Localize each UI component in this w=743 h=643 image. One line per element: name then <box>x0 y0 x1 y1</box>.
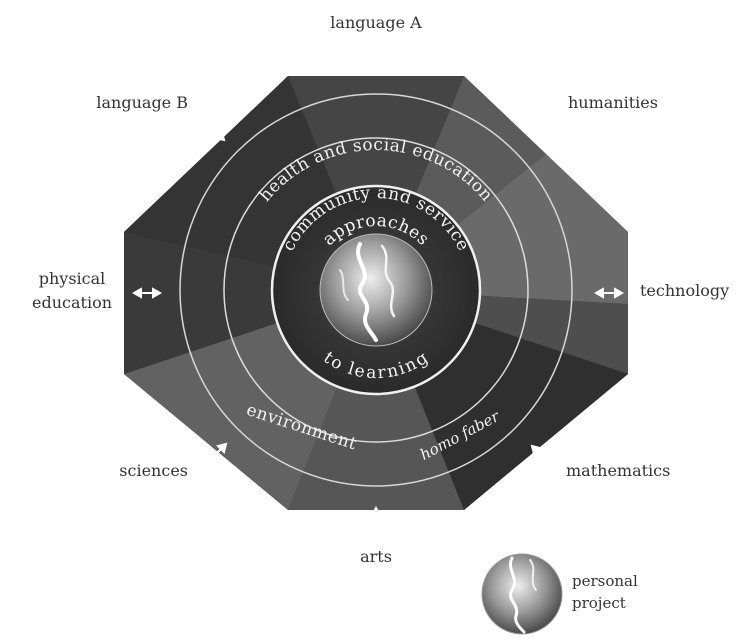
label-arts: arts <box>360 547 392 566</box>
label-language-b: language B <box>96 93 188 112</box>
label-technology: technology <box>640 281 729 300</box>
label-mathematics: mathematics <box>566 461 670 480</box>
arrow-technology-icon <box>593 287 625 299</box>
middle-ring <box>223 137 529 443</box>
label-sciences: sciences <box>119 461 188 480</box>
legend-personal-project: personal project <box>481 553 638 635</box>
outer-ring <box>179 93 573 487</box>
arrow-language-a-icon <box>370 45 382 77</box>
arrow-mathematics-icon <box>530 444 554 468</box>
sector-language-a <box>288 76 464 290</box>
sector-arts <box>288 290 464 510</box>
label-language-a: language A <box>330 13 422 32</box>
arrow-physical-icon <box>131 287 163 299</box>
sector-physical <box>124 232 376 374</box>
arrow-sciences-icon <box>204 442 228 466</box>
core-ring <box>270 184 482 396</box>
globe-icon <box>319 233 433 347</box>
arrow-language-b-icon <box>202 118 226 142</box>
label-physical-education-line1: physical <box>39 269 106 288</box>
legend-line1: personal <box>572 572 638 590</box>
arrow-arts-icon <box>370 505 382 537</box>
label-physical-education-line2: education <box>32 293 112 312</box>
globe-legend-icon <box>481 553 563 635</box>
legend-line2: project <box>572 594 626 612</box>
arrow-humanities-icon <box>534 114 558 138</box>
label-humanities: humanities <box>568 93 658 112</box>
arrows <box>131 45 625 537</box>
